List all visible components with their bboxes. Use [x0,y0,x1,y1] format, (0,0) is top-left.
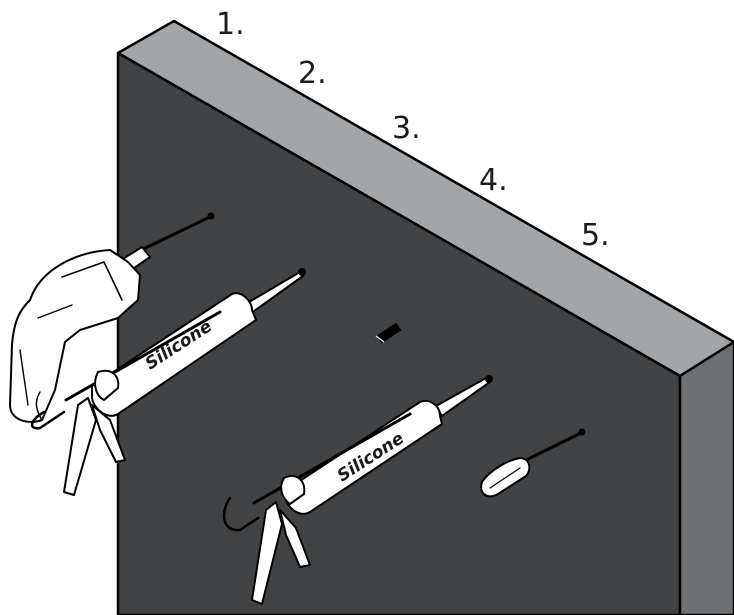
power-drill-icon [9,212,215,423]
step-label-2: 2. [298,56,327,91]
panel-side-face [678,340,734,615]
step-label-3: 3. [392,111,421,146]
step-label-1: 1. [216,7,245,42]
wall-panel [116,19,734,615]
step-label-5: 5. [581,218,610,253]
screwdriver-icon [480,428,586,498]
panel-front-face [116,51,682,615]
step-labels: 1. 2. 3. 4. 5. [216,7,610,253]
wall-plug-icon [375,322,402,344]
step-label-4: 4. [479,163,508,198]
